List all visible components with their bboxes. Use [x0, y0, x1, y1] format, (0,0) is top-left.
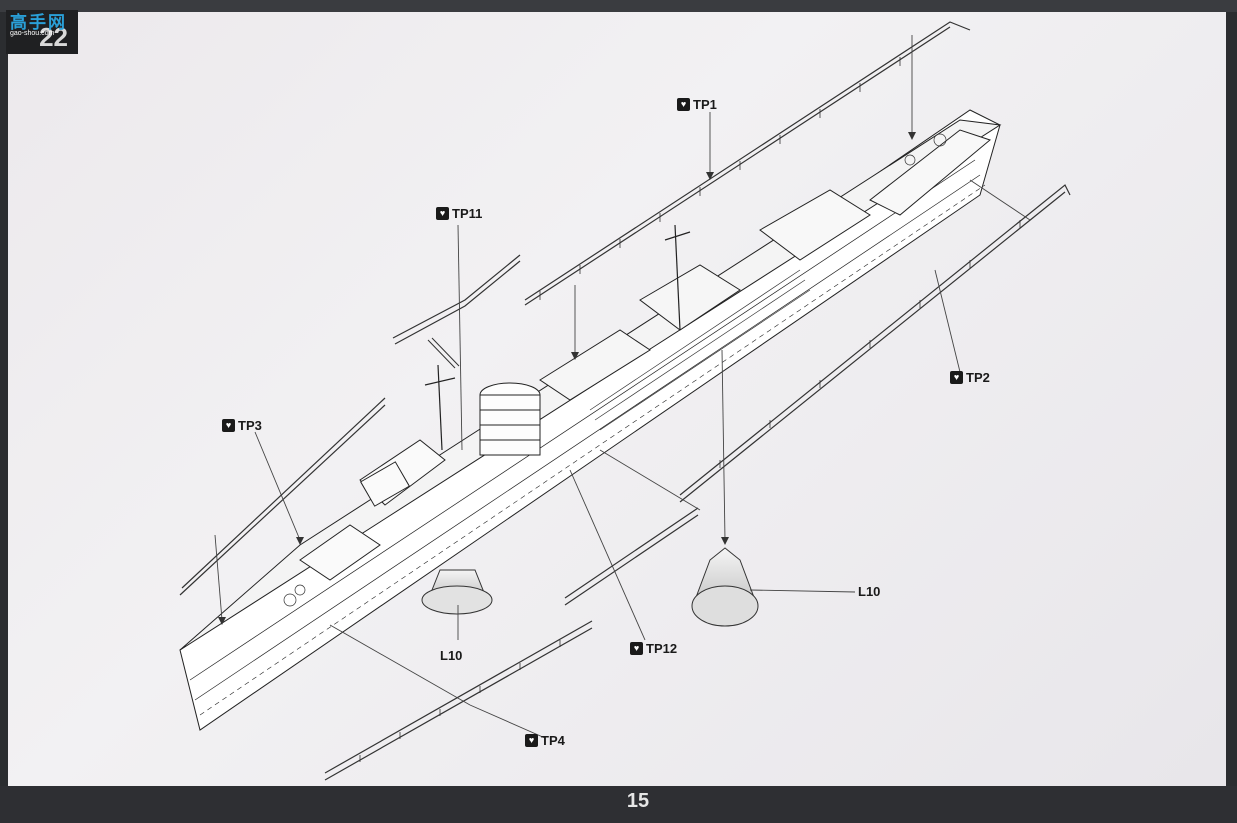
photo-etch-part-icon: ♥	[677, 98, 690, 111]
railing-tp11	[392, 254, 521, 345]
callout-tp1-label: TP1	[693, 97, 717, 112]
callout-tp12: ♥ TP12	[630, 641, 677, 656]
railing-tp2	[679, 184, 1071, 503]
callout-tp11: ♥ TP11	[436, 206, 482, 221]
callout-tp3-label: TP3	[238, 418, 262, 433]
callout-tp4-label: TP4	[541, 733, 565, 748]
step-number-badge: 22	[6, 10, 78, 54]
top-edge-strip	[0, 0, 1237, 12]
photo-etch-part-icon: ♥	[630, 642, 643, 655]
site-watermark-logo: 高手网 gao-shou.com	[8, 8, 70, 40]
page-number: 15	[626, 790, 650, 812]
bottom-footer-bar	[0, 786, 1237, 823]
photo-etch-part-icon: ♥	[950, 371, 963, 384]
deck-details	[283, 133, 947, 607]
railing-tp3	[179, 397, 386, 596]
railing-tp12	[564, 507, 699, 606]
callout-tp2: ♥ TP2	[950, 370, 990, 385]
midship-deckhouse	[539, 264, 741, 401]
photo-etch-part-icon: ♥	[525, 734, 538, 747]
arrowheads	[218, 132, 916, 625]
mast	[424, 224, 691, 451]
funnel	[479, 382, 541, 456]
step-number: 22	[39, 22, 68, 52]
site-logo-url: gao-shou.com	[10, 30, 55, 37]
callout-tp4: ♥ TP4	[525, 733, 565, 748]
callout-tp2-label: TP2	[966, 370, 990, 385]
callout-tp1: ♥ TP1	[677, 97, 717, 112]
photo-etch-part-icon: ♥	[436, 207, 449, 220]
railing-tp1	[524, 21, 971, 306]
railing-tp4	[324, 620, 593, 781]
photo-etch-part-icon: ♥	[222, 419, 235, 432]
part-label-l10-right: L10	[858, 584, 881, 599]
callout-tp11-label: TP11	[452, 206, 483, 221]
display-stand-right	[691, 547, 759, 627]
forward-superstructure	[299, 439, 446, 581]
display-stand-left	[421, 569, 493, 615]
part-label-l10-left: L10	[440, 648, 463, 663]
aft-superstructure	[759, 129, 992, 261]
callout-tp3: ♥ TP3	[222, 418, 262, 433]
leader-lines	[214, 35, 1031, 739]
callout-tp12-label: TP12	[646, 641, 678, 656]
small-rail-piece	[427, 337, 460, 369]
site-logo-text: 高手网	[10, 13, 67, 32]
